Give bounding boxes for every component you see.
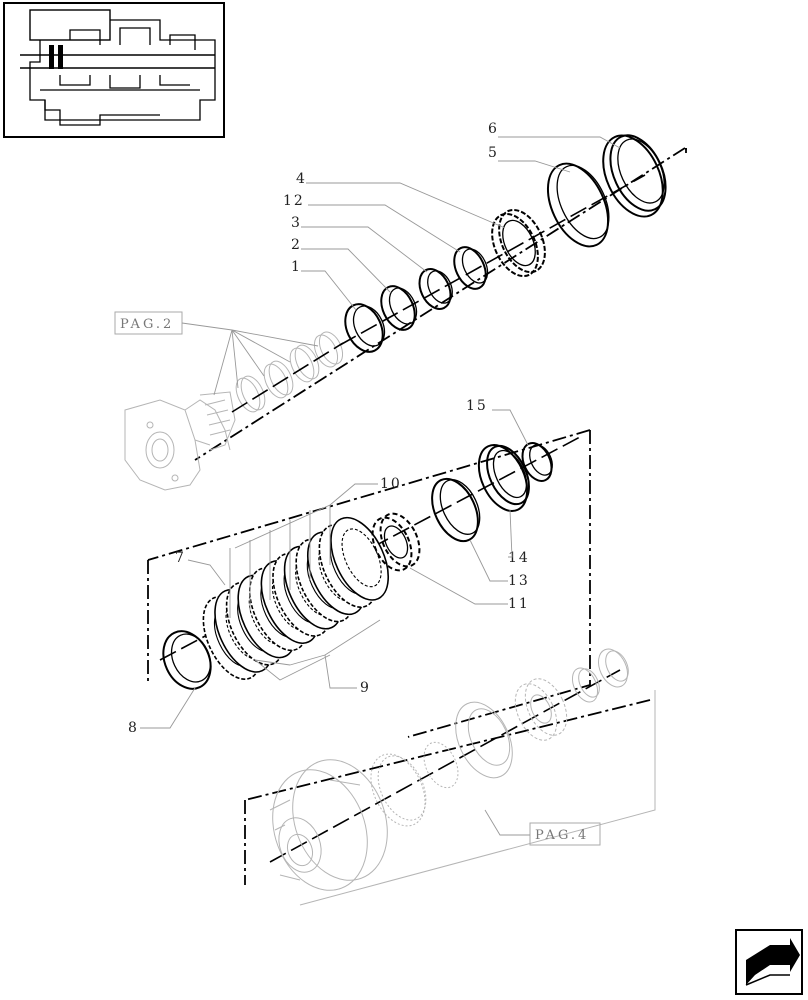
label-12: 12 (283, 193, 305, 209)
label-8: 8 (128, 720, 139, 736)
clutch-disc-pack[interactable] (192, 509, 400, 688)
page-ref-pag2[interactable]: PAG.2 (114, 311, 183, 335)
part-15-ring[interactable] (517, 438, 557, 485)
label-2: 2 (291, 237, 302, 253)
label-5: 5 (488, 145, 499, 161)
ghost-ring-group-upper (235, 331, 344, 413)
transmission-overview-thumbnail[interactable] (3, 2, 225, 138)
upper-axis-ghost (231, 342, 344, 413)
next-page-arrow-icon[interactable] (735, 929, 803, 995)
ghost-ring-group-lower (370, 648, 629, 827)
lower-boundary-top (244, 699, 651, 801)
label-13: 13 (508, 573, 530, 589)
label-14: 14 (508, 550, 530, 566)
upper-axis (339, 174, 646, 346)
part-6-ring[interactable] (591, 126, 676, 226)
pag4-leader (484, 809, 530, 836)
part-4-gear[interactable] (483, 203, 554, 284)
label-10: 10 (380, 476, 402, 492)
upper-boundary-top (194, 147, 686, 461)
pag2-leaders (181, 322, 319, 396)
lower-axis (269, 669, 621, 863)
label-11: 11 (508, 596, 530, 612)
label-4: 4 (296, 171, 307, 187)
part-11-hub[interactable] (365, 507, 427, 576)
part-13-ring[interactable] (423, 472, 488, 549)
middle-boundary-top (147, 429, 591, 561)
label-7: 7 (175, 550, 186, 566)
label-15: 15 (466, 398, 488, 414)
label-3: 3 (291, 215, 302, 231)
clutch-disc-bore (341, 528, 382, 588)
page-ref-pag4[interactable]: PAG.4 (529, 822, 601, 846)
label-6: 6 (488, 121, 499, 137)
part-3-ring[interactable] (413, 264, 457, 314)
svg-text:PAG.4: PAG.4 (535, 828, 589, 843)
part-8-ring[interactable] (154, 624, 219, 697)
label-9: 9 (360, 680, 371, 696)
part-5-ring[interactable] (536, 154, 620, 256)
svg-text:PAG.2: PAG.2 (120, 317, 174, 332)
clutch-disc (330, 516, 390, 601)
ghost-housing-lower (269, 759, 388, 891)
ghost-housing-upper (124, 391, 236, 491)
label-1: 1 (291, 259, 302, 275)
part-12-ring[interactable] (448, 242, 493, 294)
part-1-ring[interactable] (338, 298, 391, 358)
part-2-ring[interactable] (375, 281, 422, 335)
